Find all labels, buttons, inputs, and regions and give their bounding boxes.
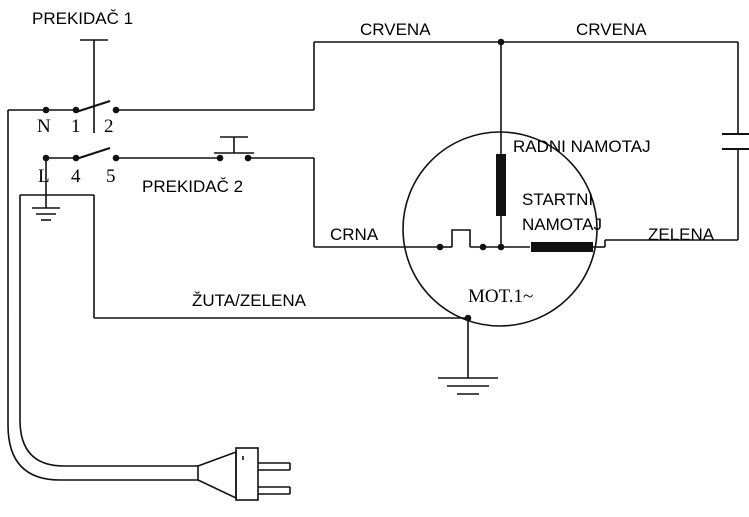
- motor-label: MOT.1~: [468, 286, 533, 307]
- red-wire: [116, 38, 739, 133]
- terminal-4-label: 4: [71, 166, 81, 187]
- switch2-label: PREKIDAČ 2: [142, 177, 243, 196]
- terminal-1-label: 1: [71, 116, 81, 137]
- terminal-block-wires: [7, 109, 95, 318]
- ground-icon: [32, 182, 60, 221]
- terminal-l-label: L: [38, 166, 50, 187]
- terminal-5-label: 5: [106, 166, 116, 187]
- main-switch: [75, 39, 111, 160]
- yellow-green-label: ŽUTA/ZELENA: [192, 291, 307, 310]
- start-winding-icon: [531, 242, 593, 252]
- plug-icon: [197, 447, 291, 501]
- start-winding-label-2: NAMOTAJ: [522, 215, 602, 234]
- thermal-switch-icon: [436, 229, 530, 251]
- green-wire-label: ZELENA: [648, 225, 715, 244]
- black-wire-label: CRNA: [330, 225, 379, 244]
- motor: [402, 42, 606, 327]
- motor-ground-icon: [438, 377, 498, 395]
- power-cable: [7, 315, 198, 481]
- terminal-n-label: N: [37, 116, 51, 137]
- start-winding-label-1: STARTNI: [522, 190, 593, 209]
- red-left-label: CRVENA: [360, 20, 431, 39]
- earth-wire: [94, 317, 469, 378]
- run-winding-label: RADNI NAMOTAJ: [513, 137, 651, 156]
- push-switch-icon: [116, 136, 440, 248]
- run-winding-icon: [496, 154, 506, 216]
- terminal-2-label: 2: [104, 116, 114, 137]
- red-right-label: CRVENA: [576, 20, 647, 39]
- switch1-label: PREKIDAČ 1: [32, 9, 133, 28]
